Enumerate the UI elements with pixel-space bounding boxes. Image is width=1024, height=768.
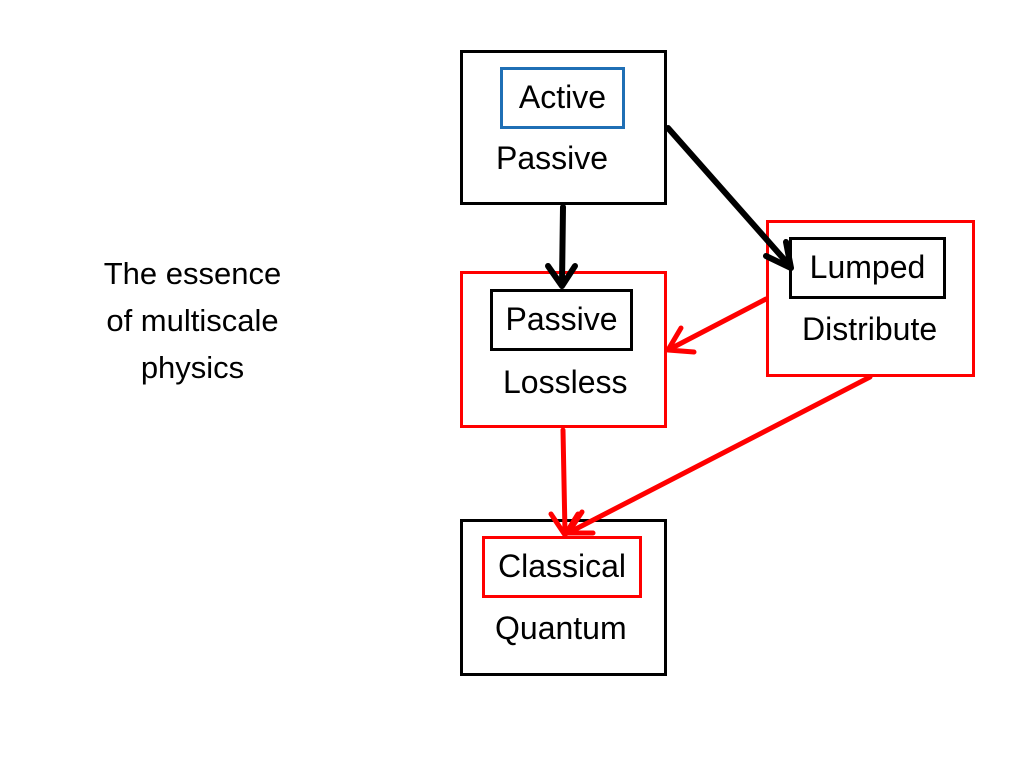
edge-active-passive-to-passive-lossless bbox=[545, 204, 578, 289]
edge-lumped-distribute-to-passive-lossless bbox=[665, 296, 769, 355]
edge-lumped-distribute-to-classical-quantum bbox=[565, 374, 873, 536]
node-passive-lossless-tag: Passive bbox=[490, 289, 633, 351]
node-classical-quantum-sub: Quantum bbox=[495, 610, 627, 646]
node-lumped-distribute-sub: Distribute bbox=[802, 311, 938, 347]
node-passive-lossless-sub: Lossless bbox=[503, 364, 628, 400]
node-active-passive-tag: Active bbox=[500, 67, 625, 129]
node-active-passive-sub: Passive bbox=[496, 140, 609, 176]
node-classical-quantum-tag: Classical bbox=[482, 536, 642, 598]
diagram-caption: The essence of multiscale physics bbox=[60, 250, 325, 391]
caption-line-2: of multiscale bbox=[106, 303, 279, 338]
edge-passive-lossless-to-classical-quantum bbox=[548, 427, 581, 538]
caption-line-1: The essence bbox=[103, 256, 282, 291]
caption-line-3: physics bbox=[140, 350, 245, 385]
edge-active-passive-to-lumped-distribute bbox=[665, 125, 794, 271]
